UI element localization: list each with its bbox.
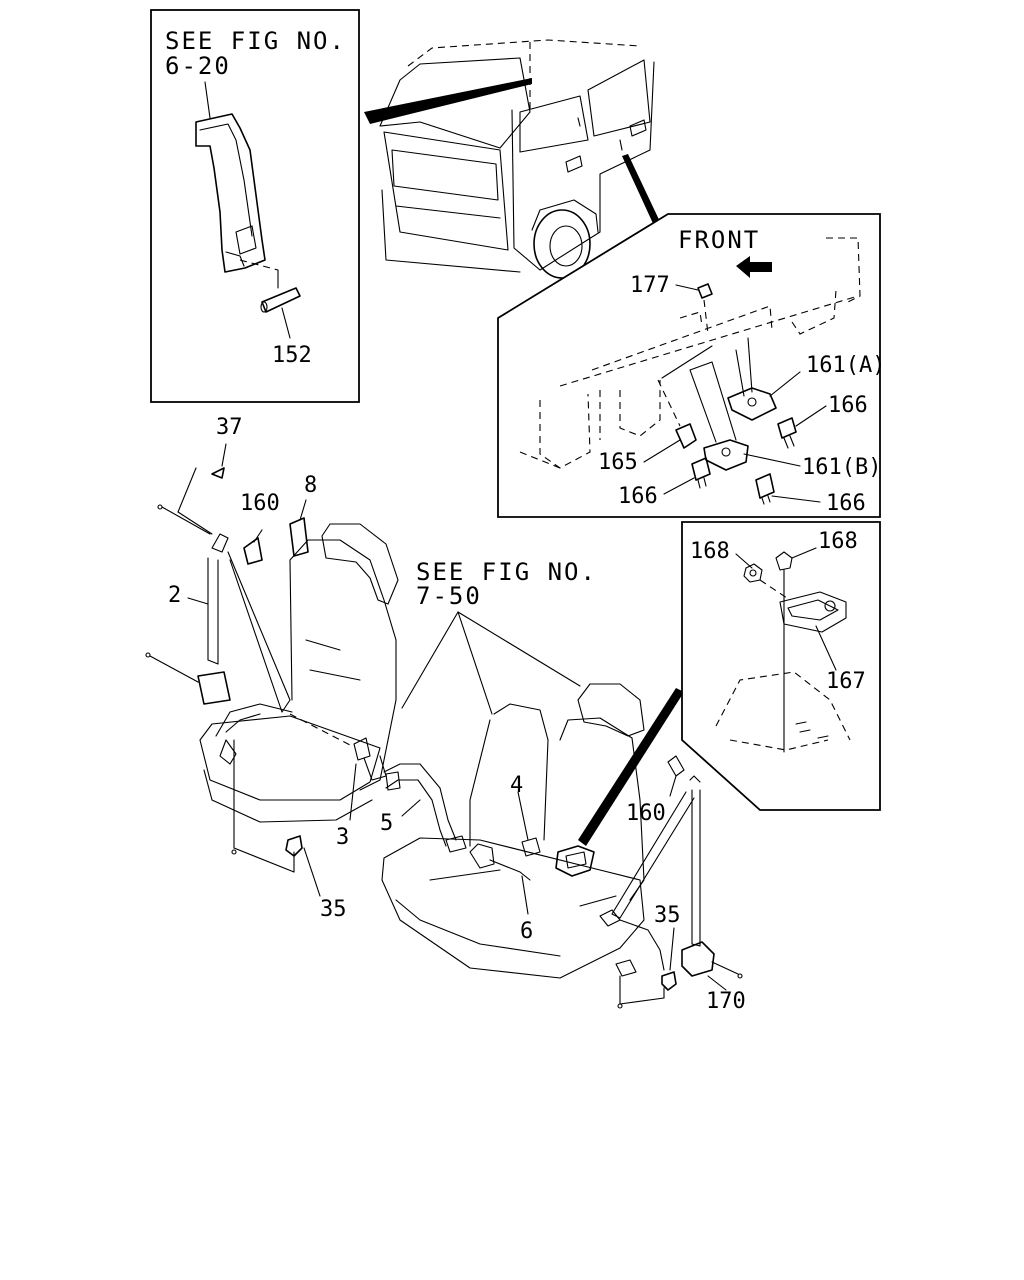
callout-167: 167 [826, 669, 866, 694]
ref-fig-7-50-line2: 7-50 [416, 582, 482, 610]
bolt-166-right [755, 473, 775, 505]
callout-166-right: 166 [826, 491, 866, 516]
passenger-seats [381, 683, 645, 979]
callout-8: 8 [304, 473, 317, 498]
callout-160-passenger: 160 [626, 801, 666, 826]
driver-anchor-hardware [145, 443, 421, 897]
pointer-to-floor [622, 154, 662, 230]
callout-168-left: 168 [690, 539, 730, 564]
front-label: FRONT [678, 226, 760, 254]
callout-160-driver: 160 [240, 491, 280, 516]
callout-152: 152 [272, 343, 312, 368]
pointer-to-retractor-mount [578, 688, 684, 846]
callout-4: 4 [510, 773, 523, 798]
callout-166-upper: 166 [828, 393, 868, 418]
callout-3: 3 [336, 825, 349, 850]
callout-2: 2 [168, 583, 181, 608]
callout-170: 170 [706, 989, 746, 1014]
callout-161b: 161(B) [802, 455, 881, 480]
callout-5: 5 [380, 811, 393, 836]
bolt-166-left [691, 457, 711, 489]
callout-6: 6 [520, 919, 533, 944]
callout-168-right: 168 [818, 529, 858, 554]
passenger-seat-belt [599, 755, 743, 1009]
pointer-to-pillar [364, 78, 532, 124]
front-arrow-icon [736, 256, 772, 278]
pillar-trim-part [195, 113, 266, 273]
ref-fig-6-20-line1: SEE FIG NO. [165, 27, 346, 55]
passenger-buckles [469, 791, 595, 915]
part-177-nut [697, 283, 713, 335]
callout-35-driver: 35 [320, 897, 347, 922]
callout-37: 37 [216, 415, 243, 440]
ref-fig-7-50-line1: SEE FIG NO. [416, 558, 597, 586]
part-152-clip [260, 287, 301, 313]
truck-cab [379, 39, 655, 279]
bolt-166-upper [777, 417, 797, 449]
inset-retractor-mount: 168 168 167 [681, 521, 881, 811]
callout-35-passenger: 35 [654, 903, 681, 928]
driver-seat-belt [197, 533, 467, 853]
driver-seat [199, 523, 399, 823]
callout-177: 177 [630, 273, 670, 298]
ref-fig-6-20-line2: 6-20 [165, 52, 231, 80]
inset-floor-anchors: FRONT [497, 213, 885, 518]
callout-165: 165 [598, 450, 638, 475]
inset-pillar-trim: SEE FIG NO. 6-20 152 [150, 9, 360, 403]
callout-166-left: 166 [618, 484, 658, 509]
callout-161a: 161(A) [806, 353, 885, 378]
